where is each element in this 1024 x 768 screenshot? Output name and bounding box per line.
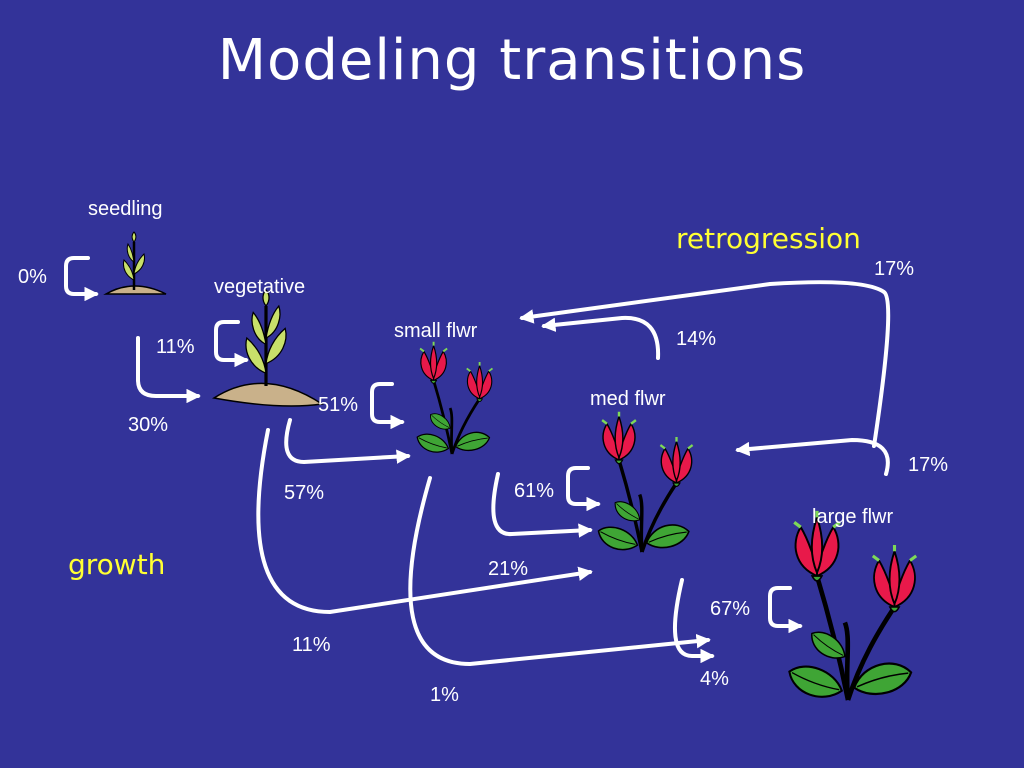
vegetative-stay-hook (214, 320, 249, 368)
arrow-small-to-large (408, 476, 711, 667)
seedling-stay-hook (64, 256, 99, 302)
vegetative-illustration (211, 289, 325, 407)
large-flower-illustration (784, 511, 916, 705)
pct-medium-to-large: 4% (700, 668, 729, 690)
pct-seedling-stay: 0% (18, 266, 47, 288)
pct-medium-stay: 61% (514, 480, 555, 502)
label-growth: growth (68, 548, 166, 581)
pct-large-stay: 67% (710, 598, 751, 620)
arrow-vegetative-to-small (284, 418, 411, 465)
arrow-large-to-medium (735, 437, 890, 476)
label-large-flower: large flwr (812, 506, 894, 528)
pct-vegetative-to-medium: 11% (292, 634, 331, 656)
arrow-large-to-small (519, 280, 891, 448)
medium-flower-illustration (595, 412, 693, 556)
arrow-medium-to-large (672, 578, 715, 664)
pct-vegetative-to-small: 57% (284, 482, 325, 504)
arrow-small-to-medium (491, 472, 593, 538)
pct-small-to-large: 1% (430, 684, 459, 706)
label-seedling: seedling (88, 198, 163, 220)
label-retrogression: retrogression (676, 222, 861, 255)
arrow-seedling-to-vegetative (136, 336, 201, 404)
pct-vegetative-stay: 11% (156, 336, 195, 358)
pct-medium-to-small: 14% (676, 328, 717, 350)
small-stay-hook (370, 382, 405, 430)
arrow-medium-to-small (541, 315, 661, 360)
pct-large-to-medium: 17% (908, 454, 949, 476)
small-flower-illustration (414, 342, 492, 457)
slide-title: Modeling transitions (217, 28, 807, 93)
label-medium-flower: med flwr (590, 388, 666, 410)
arrow-vegetative-to-medium (256, 428, 593, 615)
pct-small-stay: 51% (318, 394, 359, 416)
medium-stay-hook (566, 466, 601, 512)
large-stay-hook (768, 586, 803, 634)
pct-small-to-medium: 21% (488, 558, 529, 580)
pct-large-to-small: 17% (874, 258, 915, 280)
pct-seedling-to-vegetative: 30% (128, 414, 169, 436)
label-small-flower: small flwr (394, 320, 478, 342)
label-vegetative: vegetative (214, 276, 306, 298)
seedling-illustration (103, 230, 167, 295)
